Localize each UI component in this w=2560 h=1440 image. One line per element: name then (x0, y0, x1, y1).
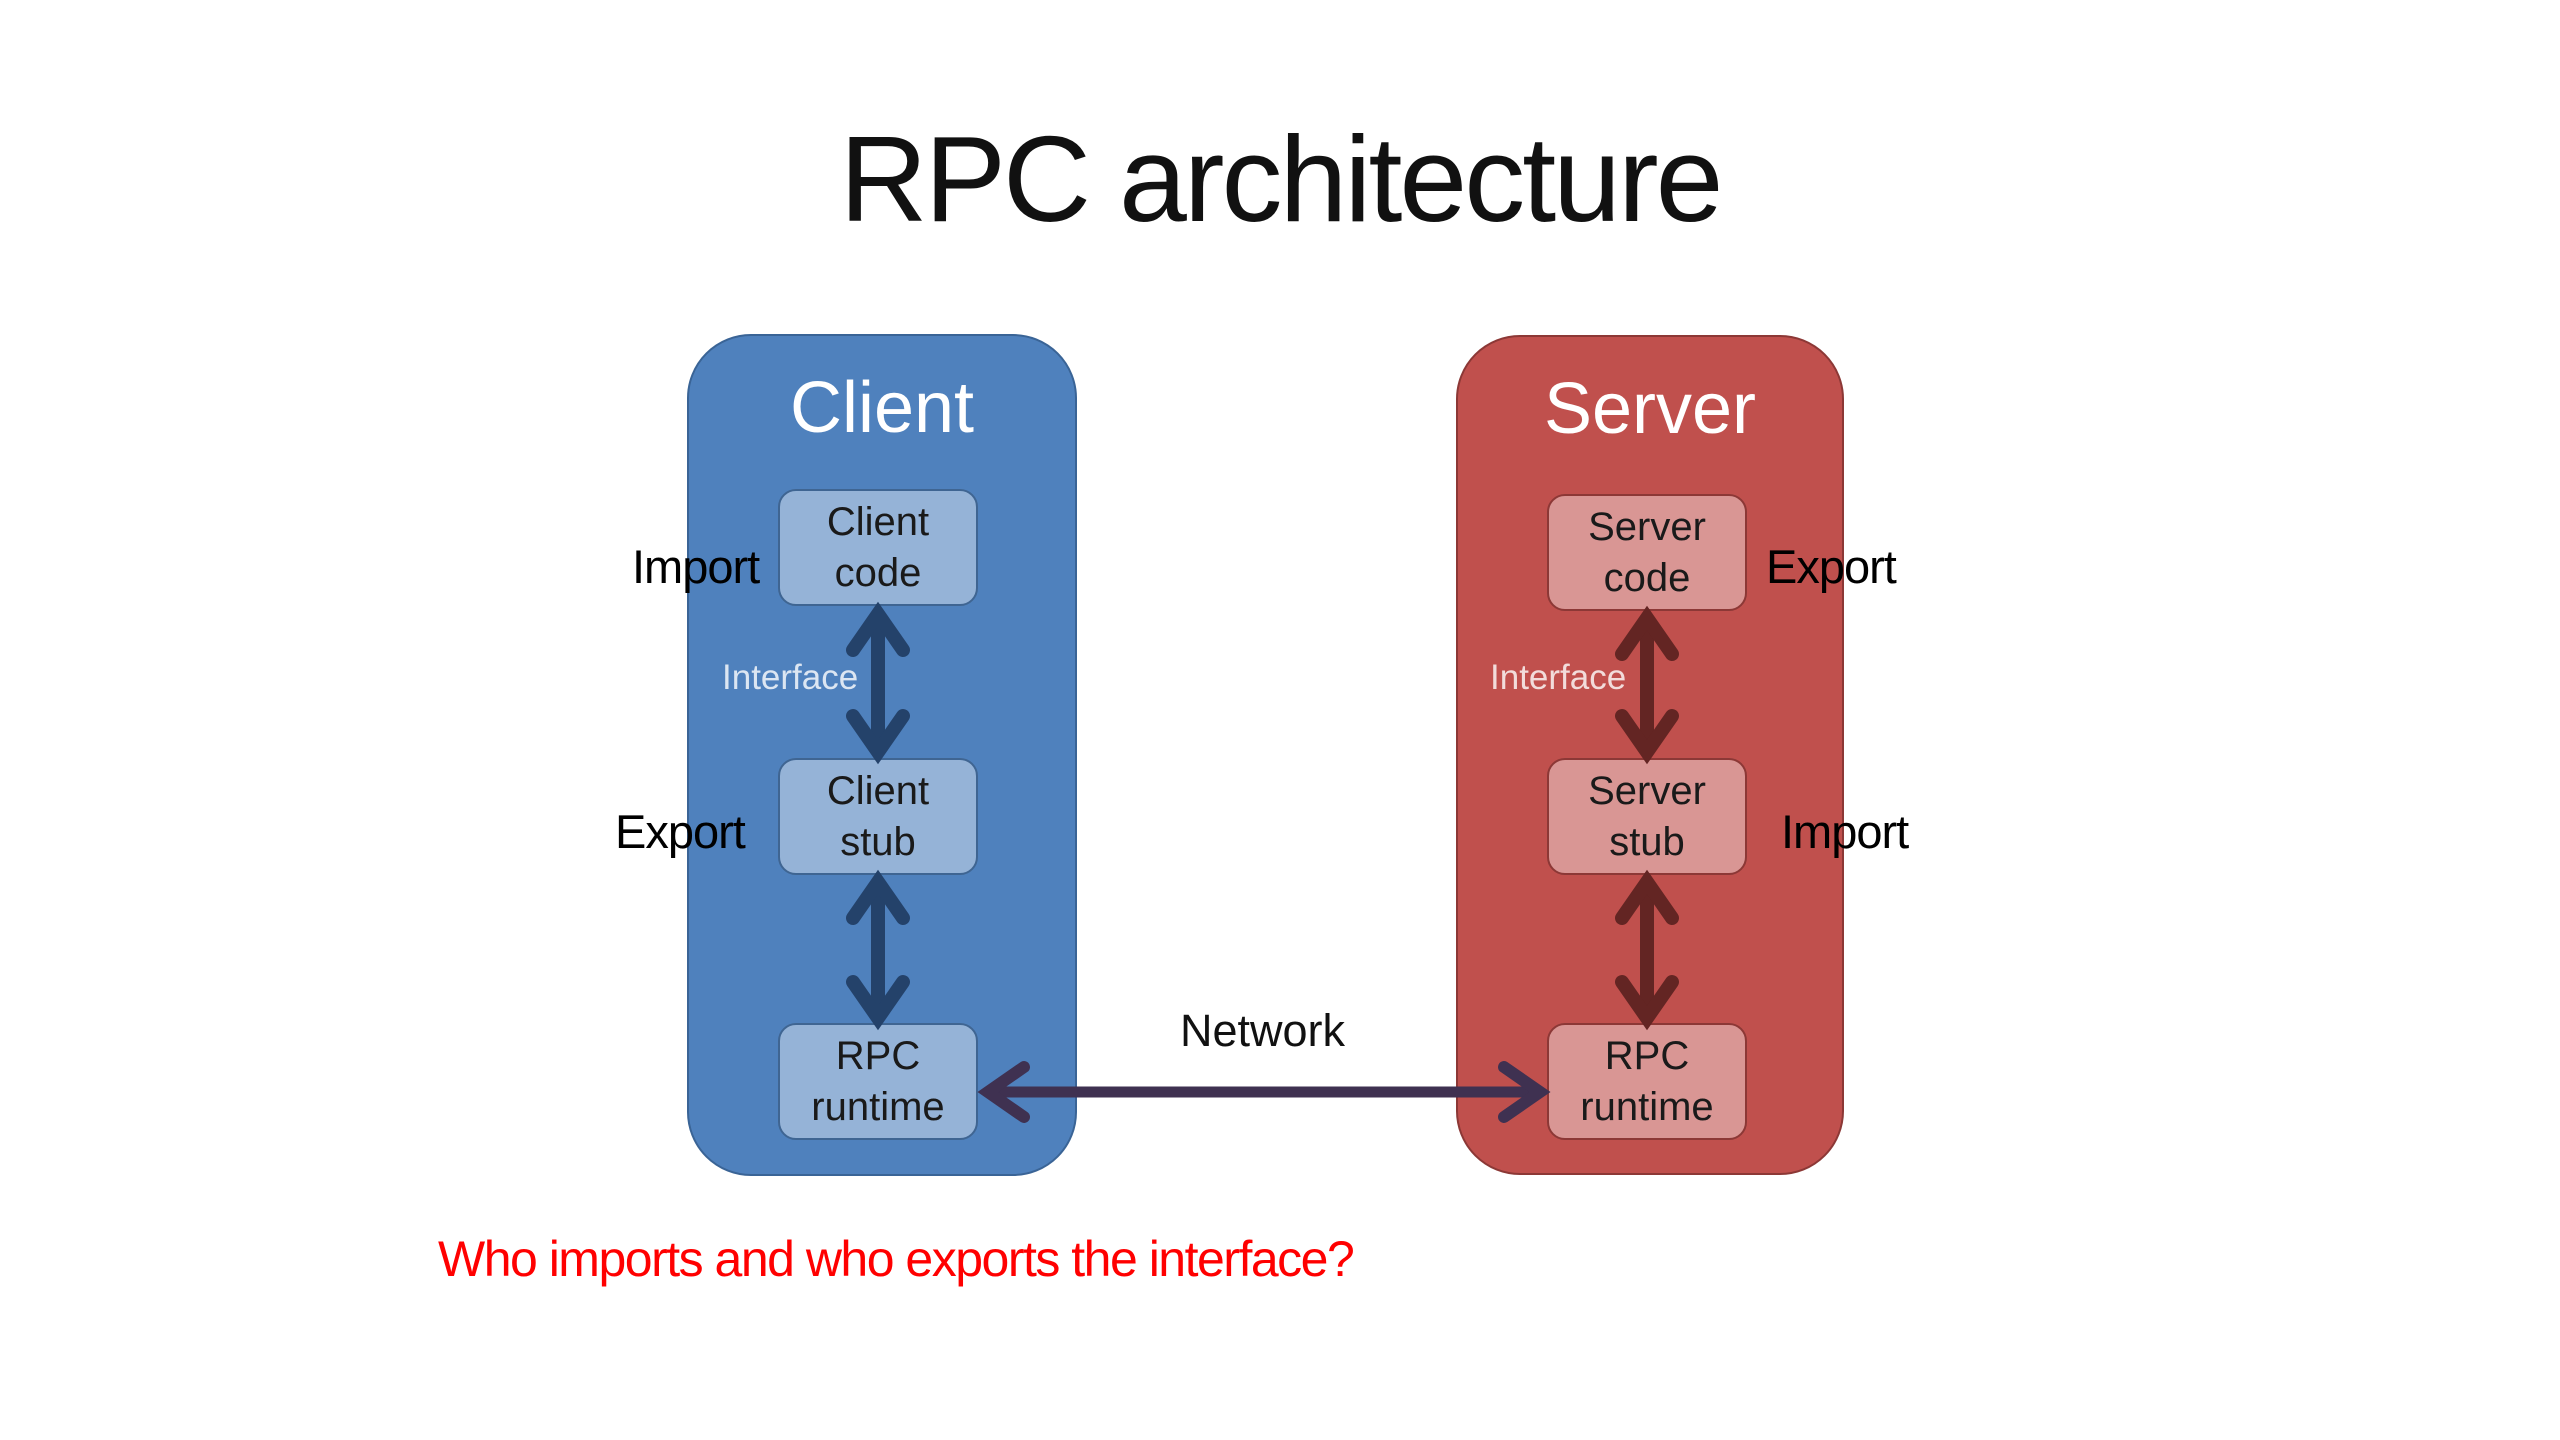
client-runtime-box: RPC runtime (778, 1023, 978, 1140)
server-stub-line1: Server (1588, 768, 1706, 813)
client-stub-box: Client stub (778, 758, 978, 875)
client-interface-label: Interface (722, 658, 859, 697)
server-runtime-line1: RPC (1604, 1033, 1690, 1078)
server-code-box: Server code (1547, 494, 1747, 611)
server-interface-label: Interface (1490, 658, 1627, 697)
question-text: Who imports and who exports the interfac… (438, 1231, 1355, 1287)
slide-title: RPC architecture (839, 111, 1724, 247)
client-import-label: Import (632, 540, 760, 593)
server-code-line1: Server (1588, 504, 1706, 549)
client-code-box: Client code (778, 489, 978, 606)
server-import-label: Import (1781, 805, 1909, 858)
network-label: Network (1180, 1005, 1346, 1056)
server-export-label: Export (1766, 540, 1897, 593)
client-export-label: Export (615, 805, 746, 858)
client-runtime-line2: runtime (811, 1084, 945, 1129)
server-runtime-box: RPC runtime (1547, 1023, 1747, 1140)
server-code-line2: code (1603, 555, 1691, 600)
server-stub-box: Server stub (1547, 758, 1747, 875)
server-stub-line2: stub (1609, 819, 1685, 864)
client-title: Client (789, 368, 975, 448)
client-stub-line2: stub (840, 819, 916, 864)
server-title: Server (1543, 369, 1757, 449)
client-runtime-line1: RPC (835, 1033, 921, 1078)
client-stub-line1: Client (826, 768, 930, 813)
server-runtime-line2: runtime (1580, 1084, 1714, 1129)
client-code-line2: code (834, 550, 922, 595)
client-code-line1: Client (826, 499, 930, 544)
